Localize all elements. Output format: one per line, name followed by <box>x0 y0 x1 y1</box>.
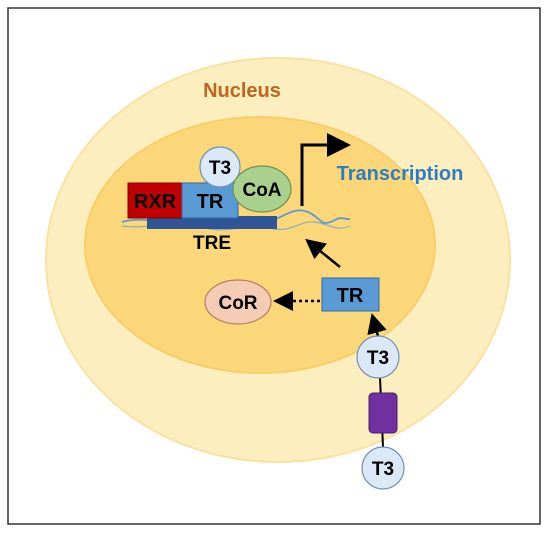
nucleus-ellipse <box>84 116 436 374</box>
t3-to-tr-arrow <box>367 313 387 337</box>
tr-free-label: TR <box>337 285 364 307</box>
rxr-box <box>127 182 183 219</box>
tr-free-box <box>321 277 380 312</box>
coa-ellipse <box>232 165 292 213</box>
rxr-label: RXR <box>134 191 177 213</box>
tr-to-complex-arrow <box>305 238 341 268</box>
transcription-arrow <box>300 133 351 206</box>
tre-label: TRE <box>193 233 231 254</box>
nucleus-label: Nucleus <box>203 80 281 102</box>
t3-outer-circle <box>361 446 405 490</box>
t3-bound-label: T3 <box>209 158 231 179</box>
cor-label: CoR <box>218 293 257 314</box>
tr-bound-box <box>181 182 239 219</box>
membrane-transporter <box>368 392 398 434</box>
t3-bound-circle <box>199 146 241 188</box>
coa-label: CoA <box>242 180 281 201</box>
cor-ellipse <box>204 279 272 325</box>
tr-bound-label: TR <box>197 191 224 213</box>
figure-border <box>7 7 541 525</box>
t3-outer-label: T3 <box>372 459 394 480</box>
t3-inner-circle <box>356 335 400 379</box>
transcription-label: Transcription <box>337 163 464 185</box>
t3-inner-label: T3 <box>367 348 389 369</box>
tre-bar <box>147 216 277 229</box>
